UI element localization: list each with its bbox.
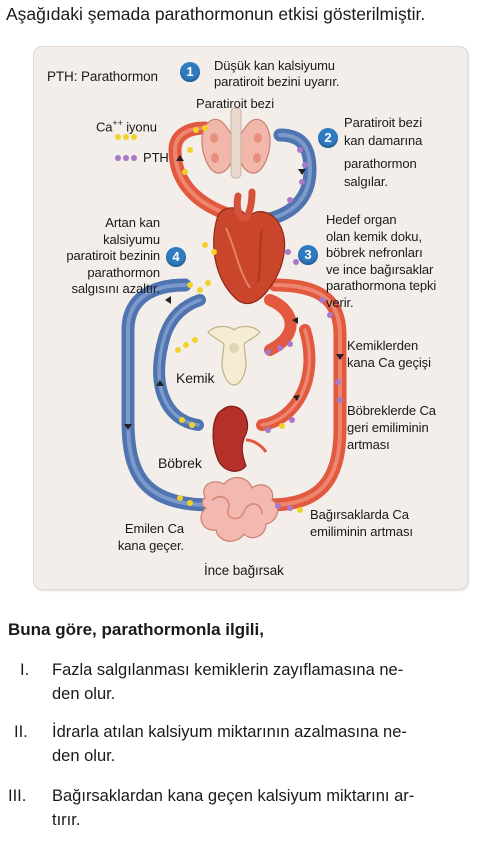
legend-dots (115, 134, 137, 161)
intro-text: Aşağıdaki şemada parathormonun etkisi gö… (6, 4, 426, 24)
step-4-badge: 4 (166, 247, 186, 267)
kidney (212, 405, 268, 472)
question-title: Buna göre, parathormonla ilgili, (8, 620, 264, 639)
vertebra-bone (207, 325, 261, 386)
small-intestine (200, 477, 279, 542)
inner-vein (153, 294, 206, 431)
step-2-badge: 2 (318, 128, 338, 148)
flow-arrows (124, 155, 344, 430)
question-item-2: II. İdrarla atılan kalsiyum miktarının a… (14, 723, 407, 765)
upper-vein (258, 128, 317, 227)
label-intestine: İnce bağırsak (204, 563, 284, 578)
legend-ca: Ca++ iyonu (96, 118, 157, 135)
label-parathyroid: Paratiroit bezi (196, 96, 274, 111)
question-item-1: I. Fazla salgılanması kemiklerin zayıfla… (20, 661, 404, 703)
heart (213, 188, 286, 305)
label-kidney: Böbrek (158, 455, 202, 471)
parathyroid-gland (201, 107, 271, 179)
label-bone: Kemik (176, 370, 215, 386)
step-1-badge: 1 (180, 62, 200, 82)
inner-artery (256, 294, 316, 431)
particles (175, 125, 343, 513)
legend-pth-abbrev: PTH: Parathormon (47, 69, 158, 84)
legend-pth: PTH (143, 150, 169, 165)
question-item-3: III. Bağırsaklardan kana geçen kalsiyum … (8, 787, 415, 829)
step-3-badge: 3 (298, 245, 318, 265)
